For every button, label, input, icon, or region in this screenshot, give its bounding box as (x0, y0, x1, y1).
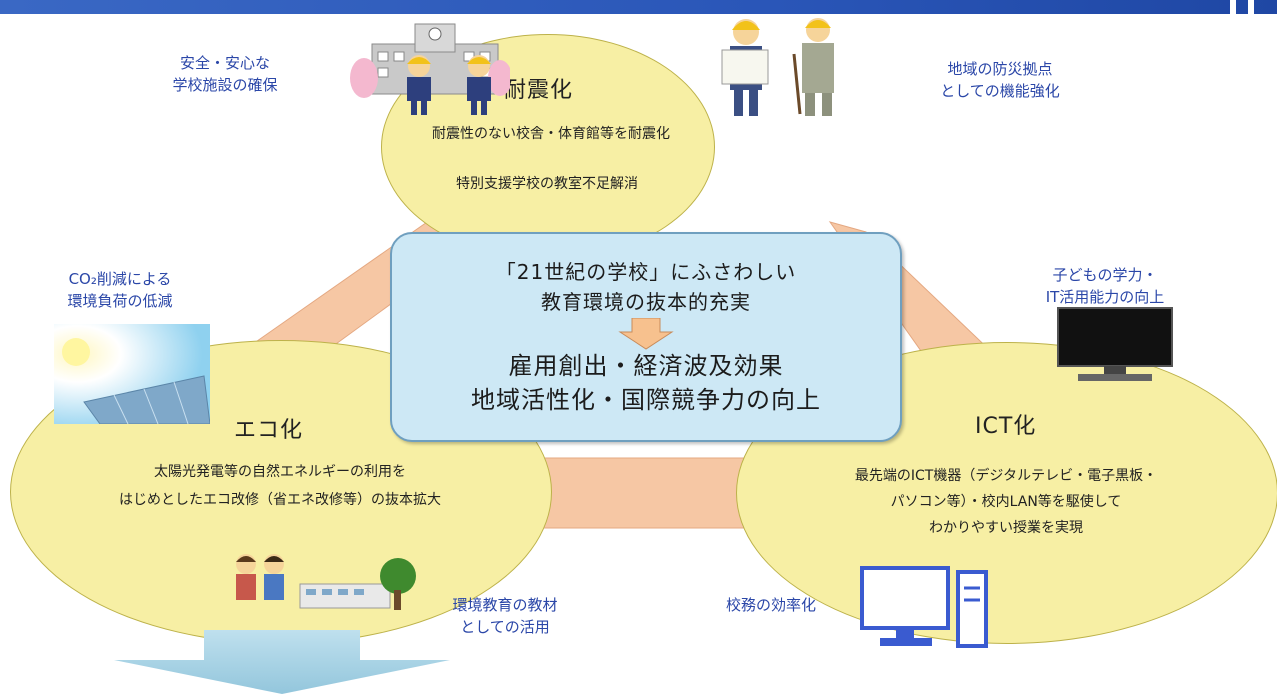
center-box: 「21世紀の学校」にふさわしい 教育環境の抜本的充実 雇用創出・経済波及効果 地… (390, 232, 902, 442)
eco-title: エコ化 (234, 418, 304, 443)
note-academic: 子どもの学力・ IT活用能力の向上 (990, 264, 1220, 308)
note-co2-line-2: 環境負荷の低減 (67, 292, 173, 310)
note-env-line-1: 環境教育の教材 (452, 596, 558, 614)
ict-text-3: わかりやすい授業を実現 (929, 520, 1083, 536)
tv-monitor-icon (1057, 307, 1173, 381)
eco-text-1: 太陽光発電等の自然エネルギーの利用を (154, 464, 406, 480)
down-arrow-icon (114, 630, 450, 694)
seismic-title: 耐震化 (504, 78, 574, 103)
note-school-affairs: 校務の効率化 (725, 596, 816, 614)
note-disaster-line-1: 地域の防災拠点 (947, 60, 1053, 78)
ict-text-1: 最先端のICT機器（デジタルテレビ・電子黒板・ (854, 468, 1158, 484)
ict-text-2: パソコン等）・校内LAN等を駆使して (890, 494, 1122, 510)
seismic-text-2: 特別支援学校の教室不足解消 (456, 176, 638, 192)
note-academic-line-1: 子どもの学力・ (1052, 266, 1158, 284)
center-down-arrow-icon (618, 318, 674, 350)
solar-panel-icon (54, 324, 210, 424)
center-line-1: 「21世紀の学校」にふさわしい (495, 260, 797, 284)
schoolchildren-icon (407, 55, 491, 115)
note-safety: 安全・安心な 学校施設の確保 (140, 52, 310, 96)
center-line-3: 雇用創出・経済波及効果 (508, 352, 784, 380)
note-disaster-line-2: としての機能強化 (940, 82, 1060, 100)
note-co2: CO₂削減による 環境負荷の低減 (30, 268, 210, 312)
seismic-text-1: 耐震性のない校舎・体育館等を耐震化 (432, 126, 670, 142)
desktop-pc-icon (860, 566, 988, 648)
construction-workers-icon (721, 18, 834, 116)
ict-title: ICT化 (975, 414, 1037, 439)
children-school-tree-icon (236, 554, 416, 610)
note-co2-line-1: CO₂削減による (68, 270, 172, 288)
note-env-education: 環境教育の教材 としての活用 (420, 594, 590, 638)
center-line-4: 地域活性化・国際競争力の向上 (471, 386, 821, 414)
note-env-line-2: としての活用 (460, 618, 550, 636)
note-disaster-base: 地域の防災拠点 としての機能強化 (900, 58, 1100, 102)
header-stripe (1248, 0, 1254, 14)
header-stripe (1230, 0, 1236, 14)
note-safety-line-1: 安全・安心な (179, 54, 270, 72)
center-line-2: 教育環境の抜本的充実 (541, 290, 751, 314)
header-bar (0, 0, 1277, 14)
ellipse-seismic (381, 34, 715, 260)
note-safety-line-2: 学校施設の確保 (172, 76, 278, 94)
note-academic-line-2: IT活用能力の向上 (1045, 288, 1165, 306)
eco-text-2: はじめとしたエコ改修（省エネ改修等）の抜本拡大 (119, 492, 441, 508)
